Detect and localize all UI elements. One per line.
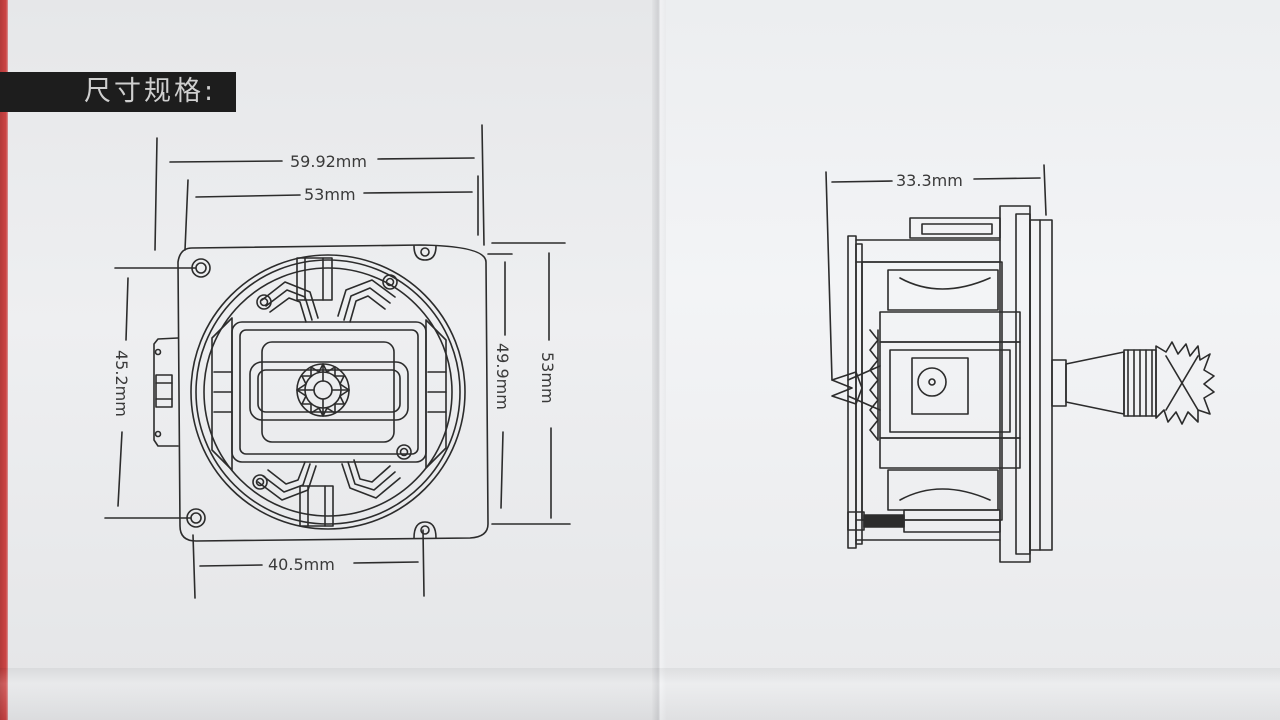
spec-title: 尺寸规格:	[84, 76, 217, 107]
red-background-edge	[0, 0, 10, 720]
right-page	[662, 0, 1280, 720]
side-view-drawing	[825, 164, 1215, 563]
dim-height-mid: 49.9mm	[493, 343, 512, 410]
center-fold	[652, 0, 666, 720]
dim-width-inner: 53mm	[304, 185, 356, 204]
dim-height-left: 45.2mm	[112, 350, 131, 417]
dim-depth: 33.3mm	[896, 171, 963, 190]
dim-width-outer: 59.92mm	[290, 152, 367, 171]
spec-title-bar	[0, 72, 236, 112]
dim-bottom: 40.5mm	[268, 555, 335, 574]
left-page	[8, 0, 658, 720]
front-view-drawing	[104, 124, 571, 599]
dim-height-right: 53mm	[538, 352, 557, 404]
bottom-crease	[0, 668, 1280, 720]
